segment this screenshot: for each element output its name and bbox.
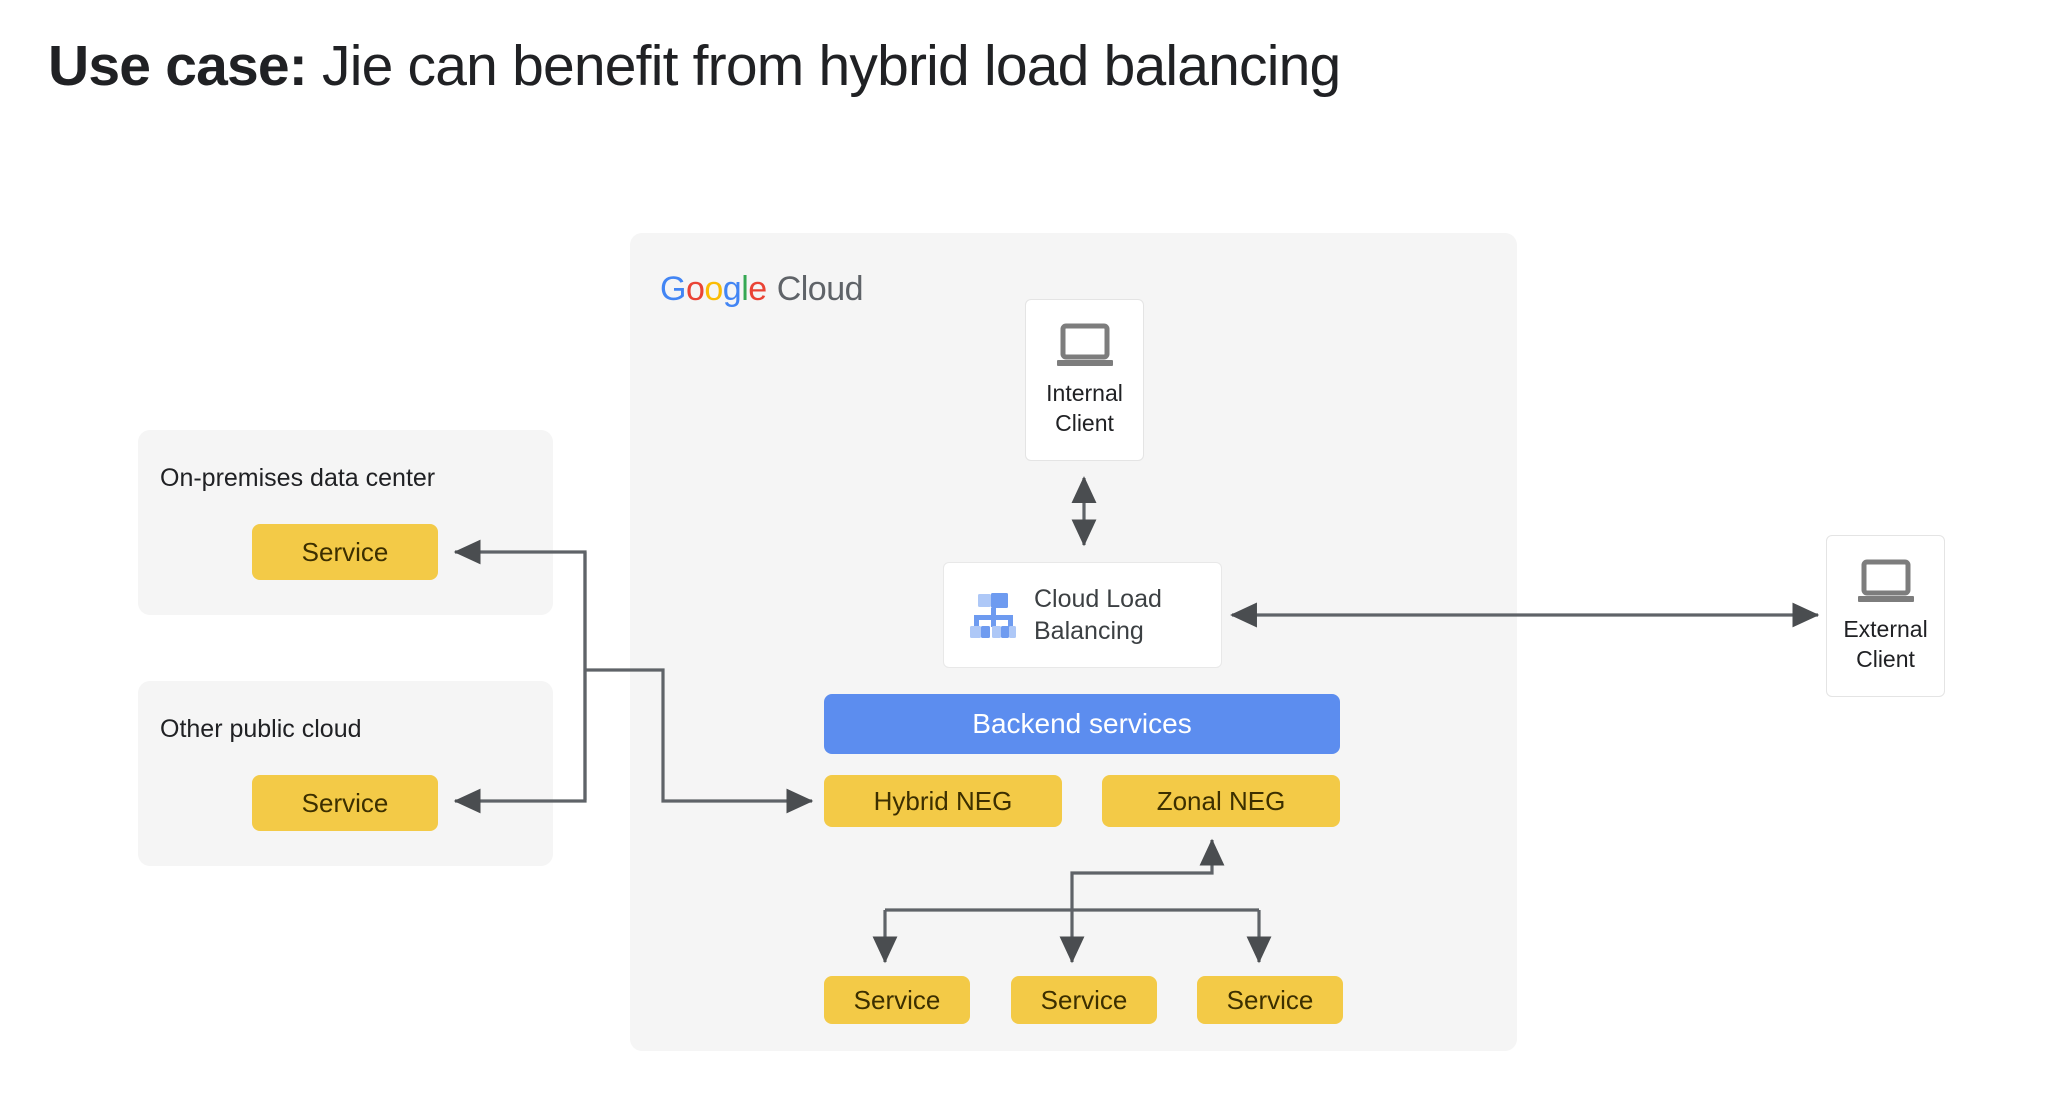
backend-services-bar[interactable]: Backend services <box>824 694 1340 754</box>
on-premises-panel <box>138 430 553 615</box>
page-title: Use case: Jie can benefit from hybrid lo… <box>48 30 1341 102</box>
internal-client-label-line2: Client <box>1055 410 1114 436</box>
other-public-cloud-title: Other public cloud <box>160 715 362 743</box>
google-logo-letter-o2: o <box>704 270 723 308</box>
google-logo-letter-g2: g <box>722 270 742 308</box>
on-premises-service-pill[interactable]: Service <box>252 524 438 580</box>
cloud-load-balancing-label: Cloud Load Balancing <box>1034 583 1162 647</box>
page-title-strong: Use case: <box>48 34 308 98</box>
laptop-icon <box>1854 558 1918 606</box>
google-logo-letter-e: e <box>748 270 767 308</box>
clb-label-line1: Cloud Load <box>1034 585 1162 613</box>
other-public-cloud-panel <box>138 681 553 866</box>
internal-client-label: Internal Client <box>1046 378 1123 438</box>
zonal-service-pill-2[interactable]: Service <box>1011 976 1157 1024</box>
zonal-service-pill-1[interactable]: Service <box>824 976 970 1024</box>
google-cloud-wordmark: Cloud <box>776 270 864 308</box>
load-balancer-icon <box>966 588 1020 642</box>
external-client-label: External Client <box>1843 614 1927 674</box>
zonal-neg-pill[interactable]: Zonal NEG <box>1102 775 1340 827</box>
cloud-load-balancing-card[interactable]: Cloud Load Balancing <box>943 562 1222 668</box>
clb-label-line2: Balancing <box>1034 617 1144 645</box>
other-public-cloud-service-pill[interactable]: Service <box>252 775 438 831</box>
external-client-label-line1: External <box>1843 616 1928 642</box>
zonal-service-pill-3[interactable]: Service <box>1197 976 1343 1024</box>
internal-client-card[interactable]: Internal Client <box>1025 299 1144 461</box>
google-logo-letter-g1: G <box>660 270 686 308</box>
external-client-card[interactable]: External Client <box>1826 535 1945 697</box>
external-client-label-line2: Client <box>1856 646 1915 672</box>
google-logo-letter-o1: o <box>685 270 705 308</box>
hybrid-neg-pill[interactable]: Hybrid NEG <box>824 775 1062 827</box>
page-title-normal: Jie can benefit from hybrid load balanci… <box>307 34 1341 98</box>
on-premises-title: On-premises data center <box>160 464 436 492</box>
internal-client-label-line1: Internal <box>1046 380 1123 406</box>
google-logo-letter-l: l <box>741 270 749 308</box>
laptop-icon <box>1053 322 1117 370</box>
